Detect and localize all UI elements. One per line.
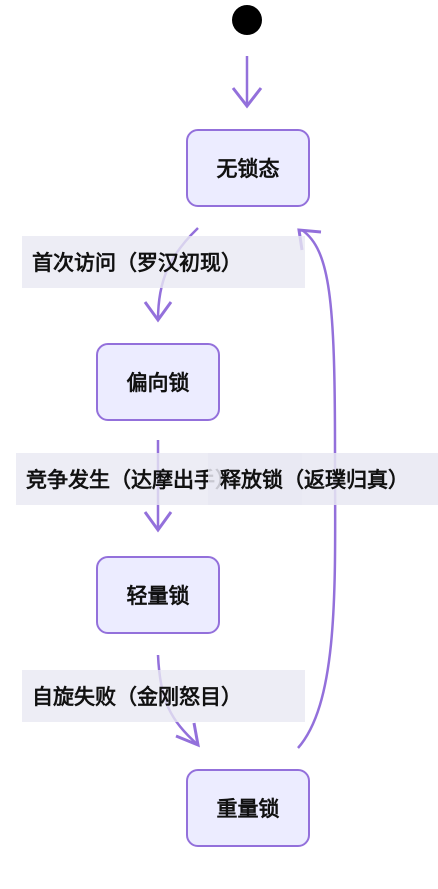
arrowhead-start	[231, 87, 263, 109]
state-lightweight: 轻量锁	[96, 556, 220, 634]
arrowhead-heavyweight	[175, 722, 200, 748]
arrow-heavyweight-to-none	[297, 228, 337, 749]
state-biased: 偏向锁	[96, 343, 220, 421]
label-spin-fail: 自旋失败（金刚怒目）	[22, 670, 305, 722]
arrowhead-biased	[143, 301, 173, 323]
state-heavyweight: 重量锁	[186, 769, 310, 847]
state-none: 无锁态	[186, 129, 310, 207]
label-release: 释放锁（返璞归真）	[208, 453, 438, 505]
start-node	[232, 5, 262, 35]
arrowhead-lightweight	[143, 511, 173, 533]
label-first-access: 首次访问（罗汉初现）	[22, 236, 305, 288]
